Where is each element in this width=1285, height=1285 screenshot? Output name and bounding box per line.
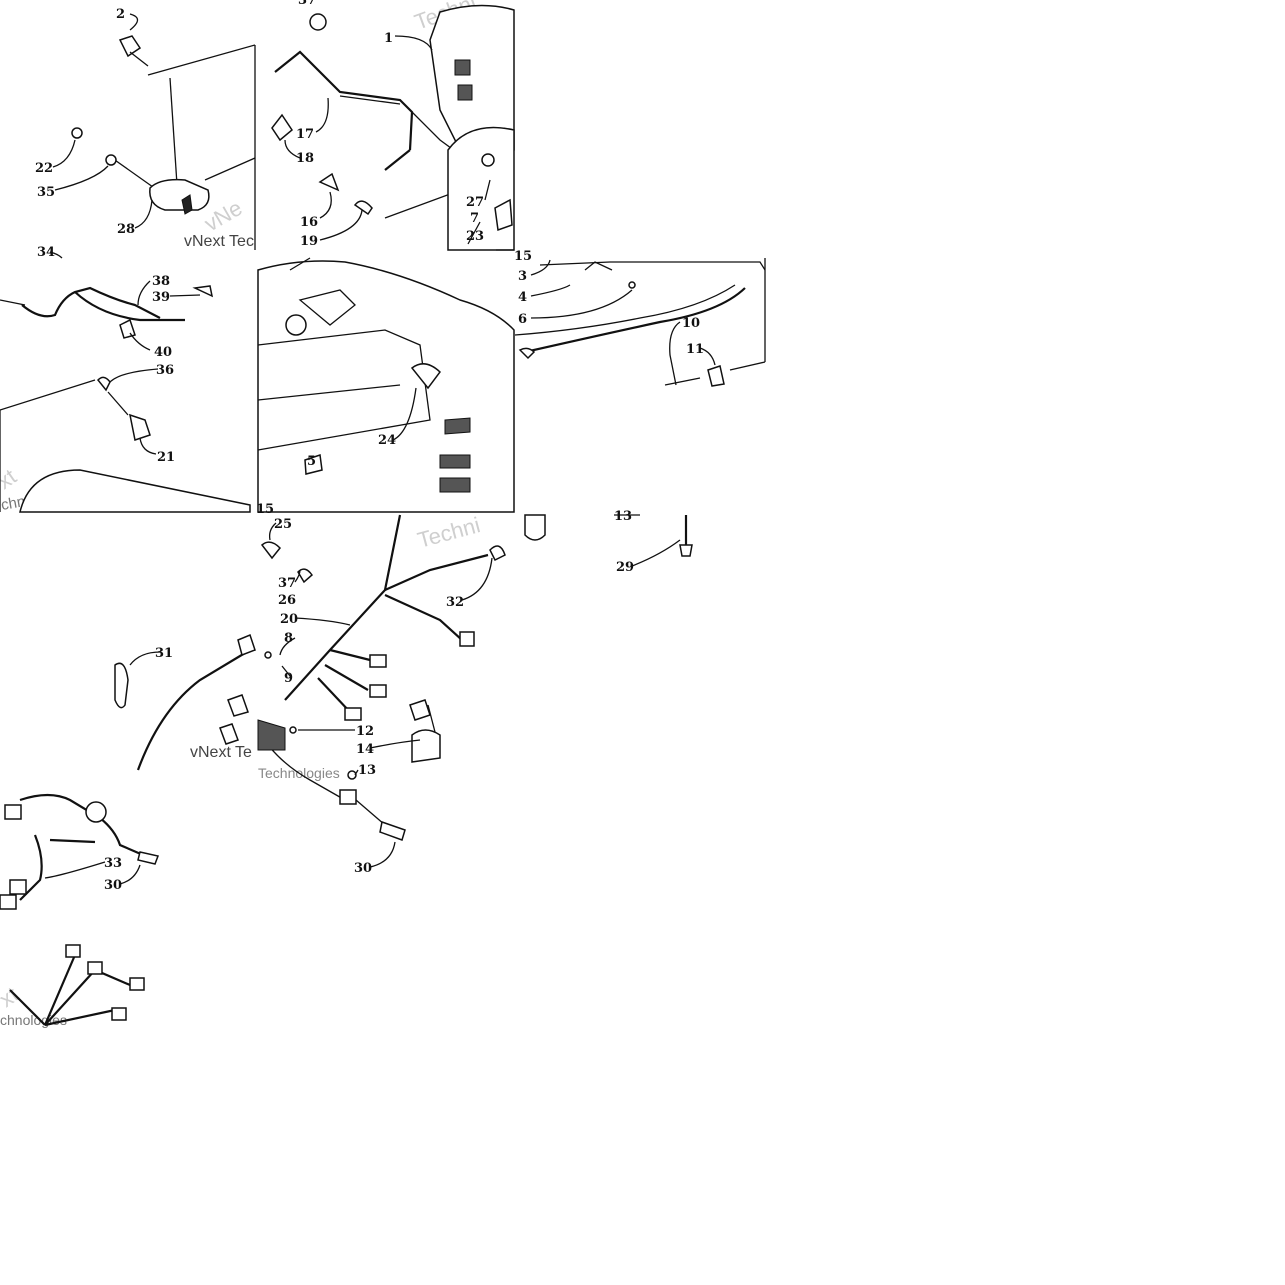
callout-label: 25 <box>274 517 292 532</box>
callout-label: 18 <box>296 151 314 166</box>
callout-label: 17 <box>296 127 314 142</box>
watermark: vNext Te <box>190 744 252 761</box>
callout-label: 19 <box>300 234 318 249</box>
callout-label: 39 <box>152 290 170 305</box>
callout-label: 24 <box>378 433 396 448</box>
tile-lower-center <box>257 514 546 841</box>
callout-labels: 2 37 1 17 18 22 35 28 16 19 27 7 23 34 1… <box>35 0 704 893</box>
callout-label: 3 <box>518 269 527 284</box>
callout-label: 37 <box>298 0 316 8</box>
callout-label: 30 <box>104 878 122 893</box>
tile-middle-left <box>0 285 251 513</box>
callout-label: 5 <box>307 454 316 469</box>
callout-label: 8 <box>284 631 293 646</box>
callout-label: 32 <box>446 595 464 610</box>
callout-label: 6 <box>518 312 527 327</box>
callout-label: 26 <box>278 593 296 608</box>
callout-label: 2 <box>116 7 125 22</box>
callout-label: 27 <box>466 195 484 210</box>
callout-label: 1 <box>384 31 393 46</box>
callout-label: 12 <box>356 724 374 739</box>
callout-label: 29 <box>616 560 634 575</box>
callout-label: 11 <box>686 342 704 357</box>
callout-label: 31 <box>155 646 173 661</box>
leader-lines <box>44 13 716 885</box>
callout-label: 7 <box>470 211 479 226</box>
callout-label: 23 <box>466 229 484 244</box>
callout-label: 15 <box>256 502 274 517</box>
watermark: xt <box>0 464 21 494</box>
tile-lower-left <box>114 633 272 771</box>
callout-label: 22 <box>35 161 53 176</box>
callout-label: 13 <box>358 763 376 778</box>
callout-label: 4 <box>518 290 527 305</box>
callout-label: 10 <box>682 316 700 331</box>
callout-label: 21 <box>157 450 175 465</box>
callout-label: 14 <box>356 742 374 757</box>
callout-label: 35 <box>37 185 55 200</box>
callout-label: 37 <box>278 576 296 591</box>
callout-label: 20 <box>280 612 298 627</box>
tile-top-middle <box>271 4 515 251</box>
callout-label: 36 <box>156 363 174 378</box>
tile-center <box>257 257 766 513</box>
callout-label: 33 <box>104 856 122 871</box>
watermark: xt <box>0 982 23 1012</box>
watermarks: Techni vNext Tec vNe xt chnolegies Techn… <box>0 0 483 1028</box>
tile-top-left <box>71 35 256 250</box>
watermark: vNext Tec <box>184 233 254 250</box>
tile-lower-right <box>614 514 693 557</box>
watermark: Techni <box>415 512 483 553</box>
callout-label: 38 <box>152 274 170 289</box>
callout-label: 15 <box>514 249 532 264</box>
callout-label: 40 <box>154 345 172 360</box>
callout-label: 30 <box>354 861 372 876</box>
callout-label: 9 <box>284 671 293 686</box>
callout-label: 16 <box>300 215 318 230</box>
tile-bottom-left <box>0 793 160 1027</box>
callout-label: 34 <box>37 245 55 260</box>
callout-label: 13 <box>614 509 632 524</box>
callout-label: 28 <box>117 222 135 237</box>
